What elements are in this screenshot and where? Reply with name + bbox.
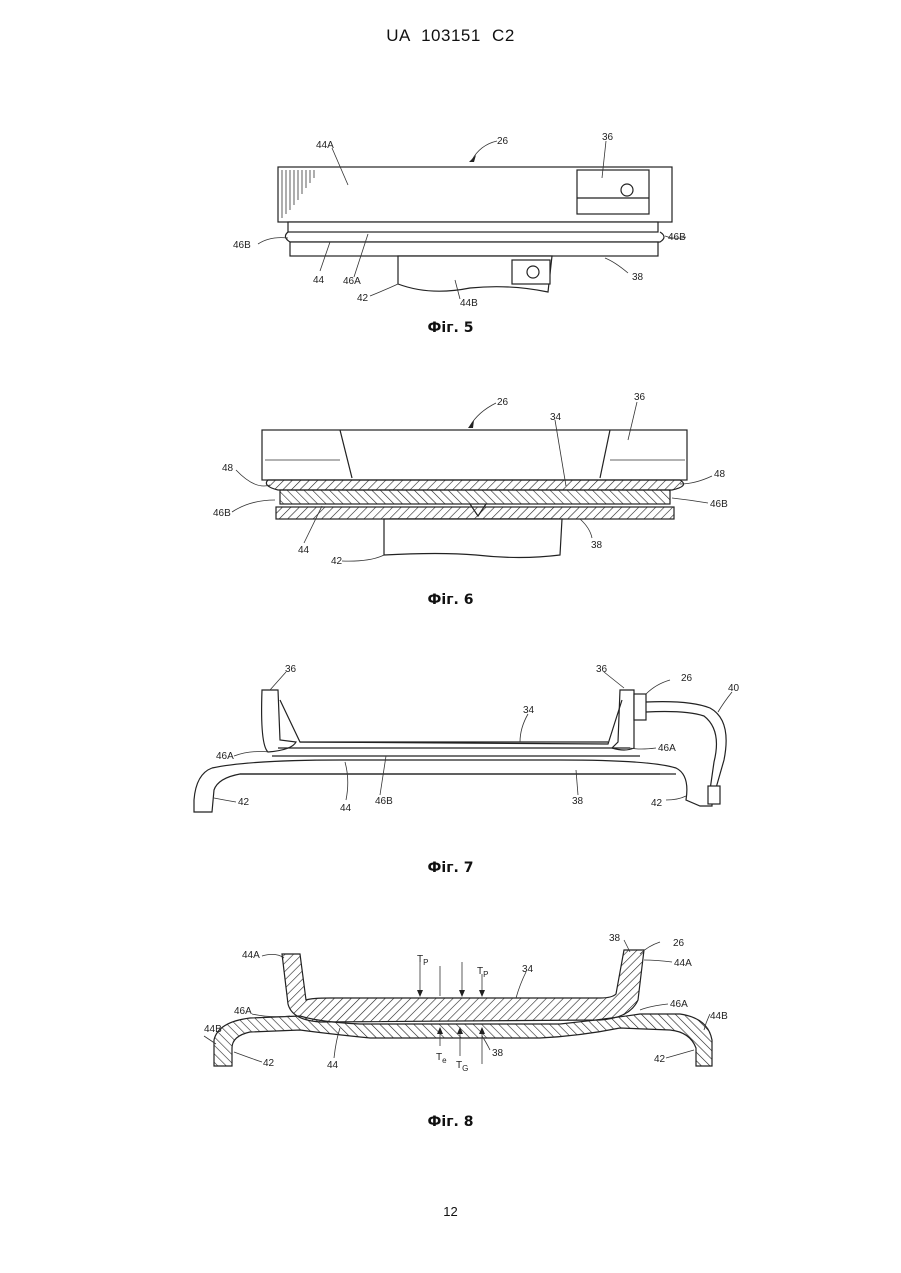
layer-34 bbox=[266, 480, 683, 490]
label-44a-left: 44A bbox=[242, 950, 260, 961]
label-48-left: 48 bbox=[222, 463, 234, 474]
label-46b-right: 46B bbox=[710, 499, 728, 510]
label-38: 38 bbox=[492, 1048, 504, 1059]
label-44b: 44B bbox=[460, 298, 478, 309]
label-48-right: 48 bbox=[714, 469, 726, 480]
label-46b-right: 46B bbox=[668, 232, 686, 243]
hole bbox=[621, 184, 633, 196]
label-40: 40 bbox=[728, 683, 740, 694]
label-tp-right: TP bbox=[477, 966, 488, 979]
label-26: 26 bbox=[673, 938, 685, 949]
label-tg: TG bbox=[456, 1060, 468, 1073]
caption-fig-5: Фіг. 5 bbox=[0, 320, 901, 336]
figure-8-drawing: 44A 38 26 44A TP TP 34 46A 46A 44B 44B 4… bbox=[0, 928, 901, 1078]
label-44: 44 bbox=[340, 803, 352, 814]
tray-34 bbox=[280, 700, 622, 744]
connector bbox=[634, 694, 646, 720]
label-44: 44 bbox=[327, 1060, 339, 1071]
label-42: 42 bbox=[357, 293, 369, 304]
label-34: 34 bbox=[550, 412, 562, 423]
label-46a-right: 46A bbox=[670, 999, 688, 1010]
label-38-right: 38 bbox=[609, 933, 621, 944]
arrow-26 bbox=[472, 141, 497, 160]
label-38: 38 bbox=[632, 272, 644, 283]
caption-fig-6: Фіг. 6 bbox=[0, 592, 901, 608]
label-42-left: 42 bbox=[263, 1058, 275, 1069]
label-42: 42 bbox=[331, 556, 343, 567]
label-46a: 46A bbox=[343, 276, 361, 287]
label-36: 36 bbox=[634, 392, 646, 403]
label-46a-right: 46A bbox=[658, 743, 676, 754]
label-46a-left: 46A bbox=[234, 1006, 252, 1017]
document-header: UA 103151 C2 bbox=[0, 26, 901, 46]
base-38 bbox=[212, 760, 712, 806]
flange-46a bbox=[288, 222, 658, 232]
label-34: 34 bbox=[522, 964, 534, 975]
housing-36 bbox=[262, 430, 687, 480]
label-44: 44 bbox=[298, 545, 310, 556]
caption-fig-8: Фіг. 8 bbox=[0, 1114, 901, 1130]
plate-38 bbox=[276, 507, 674, 519]
label-26: 26 bbox=[681, 673, 693, 684]
figure-6-drawing: 26 34 36 48 48 46B 46B 44 42 38 bbox=[0, 385, 901, 575]
label-te: Te bbox=[436, 1052, 447, 1065]
label-44b-left: 44B bbox=[204, 1024, 222, 1035]
label-42-left: 42 bbox=[238, 797, 250, 808]
label-tp-left: TP bbox=[417, 954, 428, 967]
figure-5-drawing: 26 36 44A 46B 46B 44 46A 42 44B 38 bbox=[0, 130, 901, 310]
label-46b: 46B bbox=[375, 796, 393, 807]
label-46b-left: 46B bbox=[233, 240, 251, 251]
label-44: 44 bbox=[313, 275, 325, 286]
label-38: 38 bbox=[572, 796, 584, 807]
label-36-left: 36 bbox=[285, 664, 297, 675]
label-34: 34 bbox=[523, 705, 535, 716]
label-44a-right: 44A bbox=[674, 958, 692, 969]
figure-7-drawing: 36 36 26 40 34 46A 46A 42 44 46B 38 42 bbox=[0, 660, 901, 830]
plate-38 bbox=[290, 242, 658, 256]
label-42-right: 42 bbox=[654, 1054, 666, 1065]
layer-48 bbox=[280, 490, 670, 504]
label-46b-left: 46B bbox=[213, 508, 231, 519]
tray-34 bbox=[282, 950, 644, 1022]
label-46a-left: 46A bbox=[216, 751, 234, 762]
label-44b-right: 44B bbox=[710, 1011, 728, 1022]
caption-fig-7: Фіг. 7 bbox=[0, 860, 901, 876]
label-42-right: 42 bbox=[651, 798, 663, 809]
tab-36 bbox=[577, 170, 649, 214]
label-44a: 44A bbox=[316, 140, 334, 151]
base-38 bbox=[214, 1014, 712, 1066]
label-36-right: 36 bbox=[596, 664, 608, 675]
body-42 bbox=[384, 519, 562, 558]
page-number: 12 bbox=[0, 1204, 901, 1219]
label-26: 26 bbox=[497, 136, 509, 147]
label-36: 36 bbox=[602, 132, 614, 143]
label-26: 26 bbox=[497, 397, 509, 408]
label-38: 38 bbox=[591, 540, 603, 551]
